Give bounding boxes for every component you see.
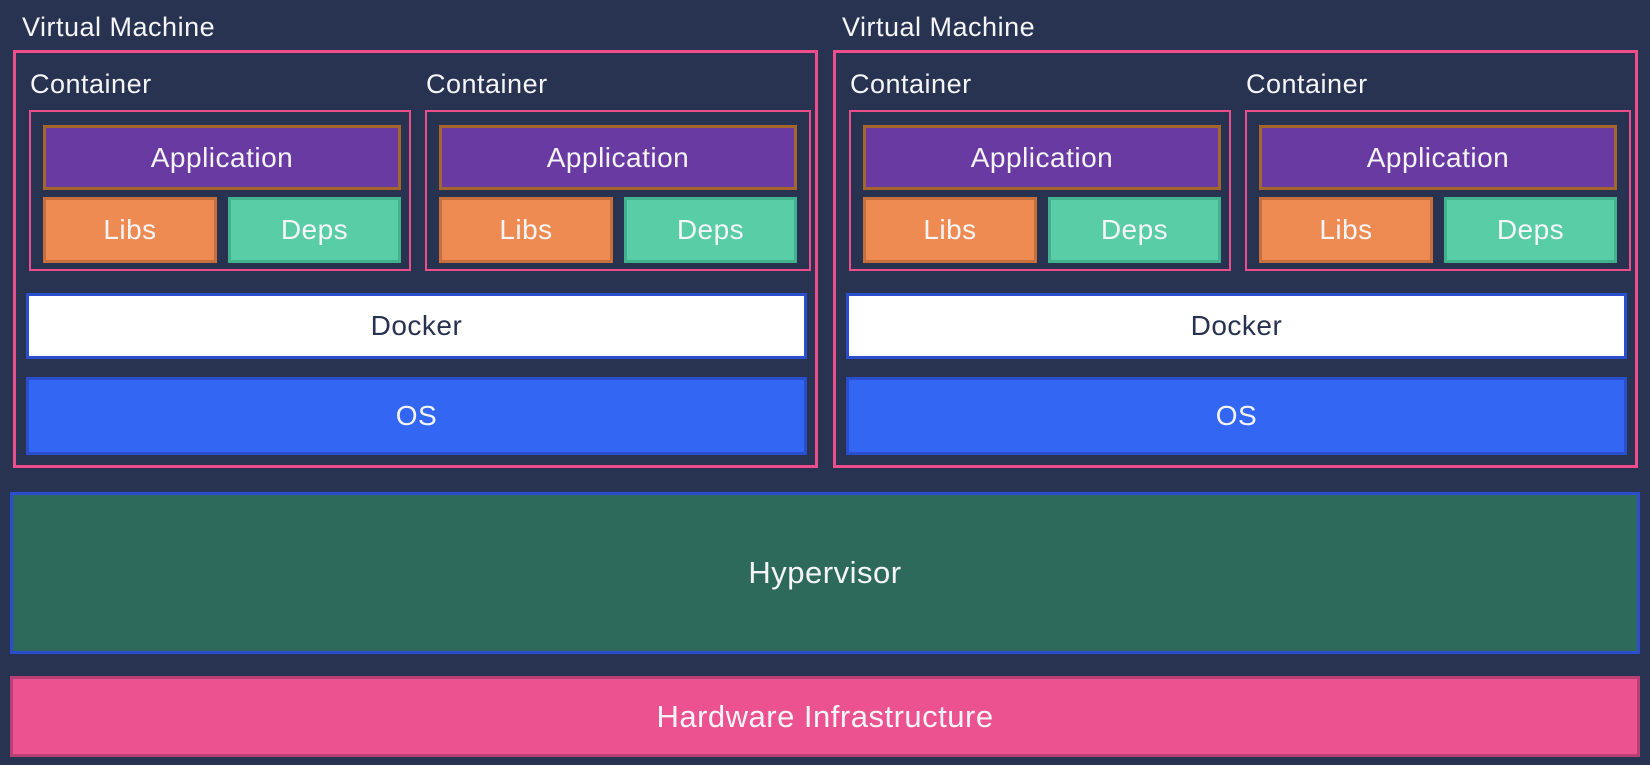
application-box: Application	[1259, 125, 1617, 190]
vm-label: Virtual Machine	[842, 12, 1036, 42]
vm-box: Container Container Application Libs Dep…	[833, 50, 1638, 468]
deps-box: Deps	[1444, 197, 1617, 263]
application-box: Application	[43, 125, 401, 190]
docker-bar: Docker	[26, 293, 807, 359]
application-box: Application	[863, 125, 1221, 190]
os-bar: OS	[846, 377, 1627, 455]
libs-box: Libs	[863, 197, 1037, 263]
container-box: Application Libs Deps	[425, 110, 811, 271]
container-box: Application Libs Deps	[29, 110, 411, 271]
application-box: Application	[439, 125, 797, 190]
container-box: Application Libs Deps	[1245, 110, 1631, 271]
os-bar: OS	[26, 377, 807, 455]
deps-box: Deps	[1048, 197, 1221, 263]
libs-box: Libs	[43, 197, 217, 263]
deps-box: Deps	[624, 197, 797, 263]
deps-box: Deps	[228, 197, 401, 263]
hypervisor-bar: Hypervisor	[10, 492, 1640, 654]
vm-label: Virtual Machine	[22, 12, 216, 42]
vm-box: Container Container Application Libs Dep…	[13, 50, 818, 468]
container-box: Application Libs Deps	[849, 110, 1231, 271]
container-label: Container	[1246, 69, 1368, 99]
container-label: Container	[850, 69, 972, 99]
container-label: Container	[426, 69, 548, 99]
container-label: Container	[30, 69, 152, 99]
docker-bar: Docker	[846, 293, 1627, 359]
libs-box: Libs	[439, 197, 613, 263]
libs-box: Libs	[1259, 197, 1433, 263]
hardware-infrastructure-bar: Hardware Infrastructure	[10, 676, 1640, 757]
